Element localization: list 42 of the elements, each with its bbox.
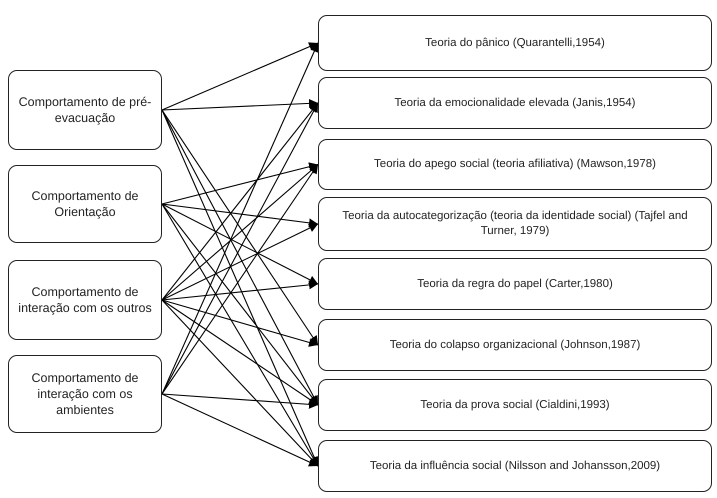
- arrow: [162, 299, 318, 347]
- box-label: Comportamento de interação com os outros: [17, 284, 153, 316]
- arrow: [162, 280, 318, 301]
- arrow: [162, 42, 318, 110]
- box-label: Comportamento de Orientação: [30, 188, 140, 220]
- behavior-box: [8, 355, 162, 433]
- box-label: Teoria da prova social (Cialdini,1993): [420, 398, 610, 412]
- behavior-box: [8, 260, 162, 340]
- arrow: [162, 204, 318, 284]
- arrow: [162, 224, 318, 300]
- arrow: [162, 110, 318, 346]
- arrow: [162, 300, 318, 466]
- box-label: Comportamento de interação com os ambientes: [30, 370, 140, 418]
- behavior-box: [8, 165, 162, 243]
- arrow: [162, 98, 318, 111]
- theory-box: [318, 197, 712, 251]
- box-label: Teoria do apego social (teoria afiliativa) (Mawson,1978): [374, 157, 656, 172]
- arrow: [162, 393, 318, 409]
- theory-box: [318, 379, 712, 431]
- behavior-box: [8, 70, 162, 150]
- box-label: Teoria da autocategorização (teoria da identidade social) (Tajfel and Turner, 1979): [341, 209, 689, 239]
- arrow: [162, 203, 318, 228]
- box-label: Teoria da emocionalidade elevada (Janis,1954): [394, 96, 636, 110]
- box-label: Teoria da influência social (Nilsson and Johansson,2009): [370, 458, 660, 474]
- theory-box: [318, 440, 712, 492]
- arrow: [162, 164, 318, 394]
- theory-box: [318, 77, 712, 129]
- arrow: [162, 204, 318, 466]
- box-label: Teoria do colapso organizacional (Johnson,1987): [390, 338, 640, 352]
- theory-box: [318, 139, 712, 190]
- theory-box: [318, 258, 712, 310]
- arrow: [162, 162, 318, 205]
- box-label: Comportamento de pré-evacuação: [18, 94, 152, 126]
- arrow: [162, 394, 318, 466]
- box-label: Teoria da regra do papel (Carter,1980): [417, 276, 613, 292]
- box-label: Teoria do pânico (Quarantelli,1954): [425, 36, 605, 50]
- theory-box: [318, 319, 712, 371]
- arrow: [162, 42, 318, 394]
- theory-box: [318, 15, 712, 71]
- arrow: [162, 300, 318, 406]
- arrow: [162, 164, 318, 300]
- arrow: [162, 102, 318, 300]
